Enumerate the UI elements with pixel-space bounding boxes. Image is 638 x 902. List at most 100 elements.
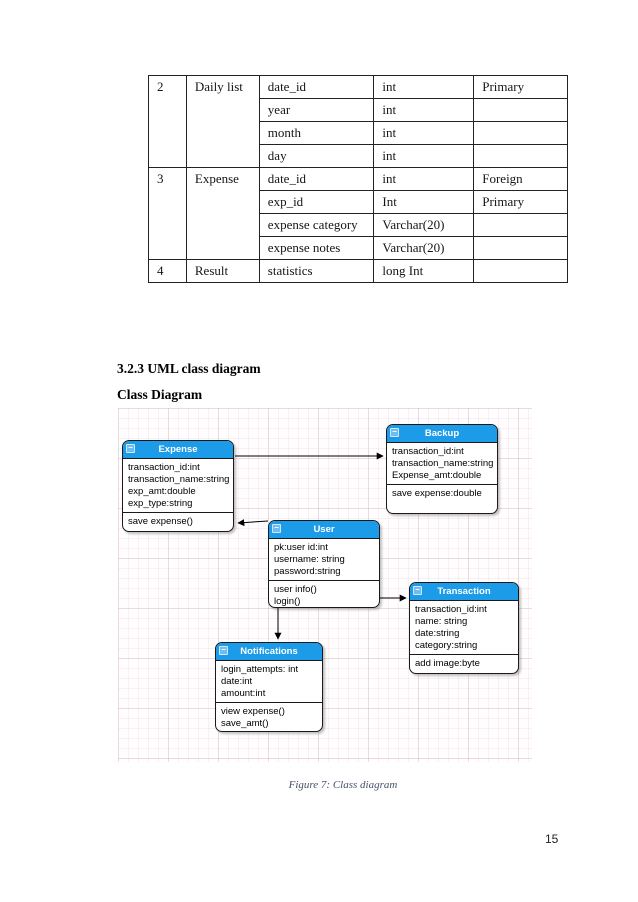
table-cell: expense notes xyxy=(258,236,375,260)
collapse-icon[interactable]: − xyxy=(219,646,228,655)
uml-class-header: − User xyxy=(269,521,379,539)
table-cell: expense category xyxy=(258,213,375,237)
uml-class-header: − Notifications xyxy=(216,643,322,661)
table-cell: int xyxy=(373,98,475,122)
collapse-icon[interactable]: − xyxy=(390,428,399,437)
page-number: 15 xyxy=(545,832,559,846)
table-cell: Primary xyxy=(473,190,568,214)
table-cell xyxy=(473,236,568,260)
uml-member: transaction_name:string xyxy=(128,474,230,485)
collapse-icon[interactable]: − xyxy=(413,586,422,595)
uml-class-title: Notifications xyxy=(240,646,298,657)
uml-member: amount:int xyxy=(221,688,266,699)
uml-member: transaction_id:int xyxy=(415,604,487,615)
table-cell xyxy=(473,259,568,283)
table-cell: Varchar(20) xyxy=(373,236,475,260)
uml-class-title: Expense xyxy=(158,444,198,455)
uml-member: category:string xyxy=(415,640,478,651)
collapse-icon[interactable]: − xyxy=(126,444,135,453)
subsection-heading: Class Diagram xyxy=(117,387,203,402)
uml-member: exp_amt:double xyxy=(128,486,196,497)
uml-class-title: User xyxy=(313,524,335,535)
uml-member: transaction_name:string xyxy=(392,458,494,469)
table-cell: Foreign xyxy=(473,167,568,191)
uml-member: password:string xyxy=(274,566,341,577)
collapse-icon[interactable]: − xyxy=(272,524,281,533)
uml-class-title: Backup xyxy=(424,428,460,439)
connector-user-expense xyxy=(237,519,269,527)
table-cell: 2 xyxy=(148,75,187,168)
uml-member: exp_type:string xyxy=(128,498,193,509)
table-cell: Primary xyxy=(473,75,568,99)
uml-member: login() xyxy=(274,596,301,607)
uml-member: transaction_id:int xyxy=(128,462,200,473)
uml-member: date:string xyxy=(415,628,460,639)
table-cell: 3 xyxy=(148,167,187,260)
table-cell: Daily list xyxy=(185,75,260,168)
uml-class-header: − Backup xyxy=(387,425,497,443)
table-cell: int xyxy=(373,75,475,99)
uml-member: pk:user id:int xyxy=(274,542,328,553)
uml-methods: add image:byte xyxy=(410,654,518,673)
uml-member: add image:byte xyxy=(415,658,480,669)
table-cell: long Int xyxy=(373,259,475,283)
table-cell xyxy=(473,144,568,168)
uml-methods: view expense()save_amt() xyxy=(216,702,322,731)
uml-member: Expense_amt:double xyxy=(392,470,482,481)
table-cell xyxy=(473,98,568,122)
uml-member: view expense() xyxy=(221,706,285,717)
section-heading: 3.2.3 UML class diagram xyxy=(117,361,261,376)
table-cell: month xyxy=(258,121,375,145)
table-cell: int xyxy=(373,144,475,168)
uml-methods: save expense() xyxy=(123,512,233,531)
uml-member: save expense() xyxy=(128,516,193,527)
uml-member: name: string xyxy=(415,616,468,627)
uml-class-header: − Expense xyxy=(123,441,233,459)
uml-member: user info() xyxy=(274,584,317,595)
table-cell: Result xyxy=(185,259,260,283)
uml-methods: save expense:double xyxy=(387,484,497,513)
table-cell: Varchar(20) xyxy=(373,213,475,237)
uml-member: save_amt() xyxy=(221,718,269,729)
table-cell: int xyxy=(373,121,475,145)
table-cell: date_id xyxy=(258,75,375,99)
table-cell: date_id xyxy=(258,167,375,191)
uml-class-title: Transaction xyxy=(437,586,491,597)
table-cell: int xyxy=(373,167,475,191)
table-cell xyxy=(473,121,568,145)
figure-caption: Figure 7: Class diagram xyxy=(288,779,398,791)
uml-class-header: − Transaction xyxy=(410,583,518,601)
uml-member: save expense:double xyxy=(392,488,482,499)
table-cell: statistics xyxy=(258,259,375,283)
table-cell: Expense xyxy=(185,167,260,260)
uml-member: username: string xyxy=(274,554,345,565)
uml-member: transaction_id:int xyxy=(392,446,464,457)
table-cell: 4 xyxy=(148,259,187,283)
table-cell: exp_id xyxy=(258,190,375,214)
table-cell xyxy=(473,213,568,237)
table-cell: year xyxy=(258,98,375,122)
table-cell: Int xyxy=(373,190,475,214)
uml-member: login_attempts: int xyxy=(221,664,299,675)
